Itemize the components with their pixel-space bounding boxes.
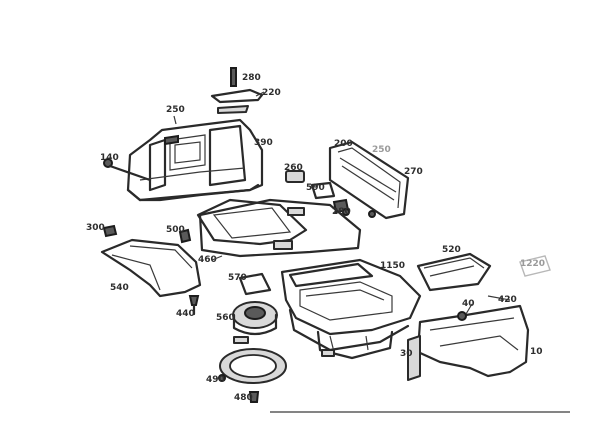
label-40: 40: [462, 299, 475, 309]
part-top-bracket: [210, 67, 264, 114]
part-rear-panel: [328, 140, 410, 220]
part-right-trim-faint: [519, 255, 551, 277]
part-rod: [103, 158, 152, 182]
label-500: 500: [166, 225, 185, 235]
label-250-b: 250: [372, 145, 391, 155]
label-1150: 1150: [380, 261, 405, 271]
label-10: 10: [530, 347, 543, 357]
label-270: 270: [404, 167, 423, 177]
label-260: 260: [284, 163, 303, 173]
label-460: 460: [198, 255, 217, 265]
label-590: 590: [306, 183, 325, 193]
label-280-top: 280: [242, 73, 261, 83]
part-trunk-mat: [196, 198, 362, 258]
part-clips-center: [285, 170, 350, 216]
part-spare-well: [232, 272, 278, 336]
label-520: 520: [442, 245, 461, 255]
label-220: 220: [262, 88, 281, 98]
part-side-liner-left: [100, 238, 202, 298]
part-small-washer: [218, 336, 260, 403]
label-30: 30: [400, 349, 413, 359]
label-300: 300: [86, 223, 105, 233]
label-540: 540: [110, 283, 129, 293]
part-rear-frame: [126, 118, 264, 202]
part-right-tray: [416, 252, 492, 292]
label-200: 200: [334, 139, 353, 149]
label-1220: 1220: [520, 259, 545, 269]
label-570: 570: [228, 273, 247, 283]
label-390: 390: [254, 138, 273, 148]
label-480: 480: [234, 393, 253, 403]
label-440: 440: [176, 309, 195, 319]
label-420: 420: [498, 295, 517, 305]
part-trunk-tub: [280, 258, 422, 360]
label-560: 560: [216, 313, 235, 323]
label-140: 140: [100, 153, 119, 163]
part-clip-180: [102, 224, 192, 244]
part-side-liner-right: [407, 295, 530, 381]
part-screw: [188, 295, 200, 316]
label-490: 490: [206, 375, 225, 385]
label-250: 250: [166, 105, 185, 115]
part-ring: [219, 348, 287, 384]
label-280-bottom: 280: [332, 207, 351, 217]
